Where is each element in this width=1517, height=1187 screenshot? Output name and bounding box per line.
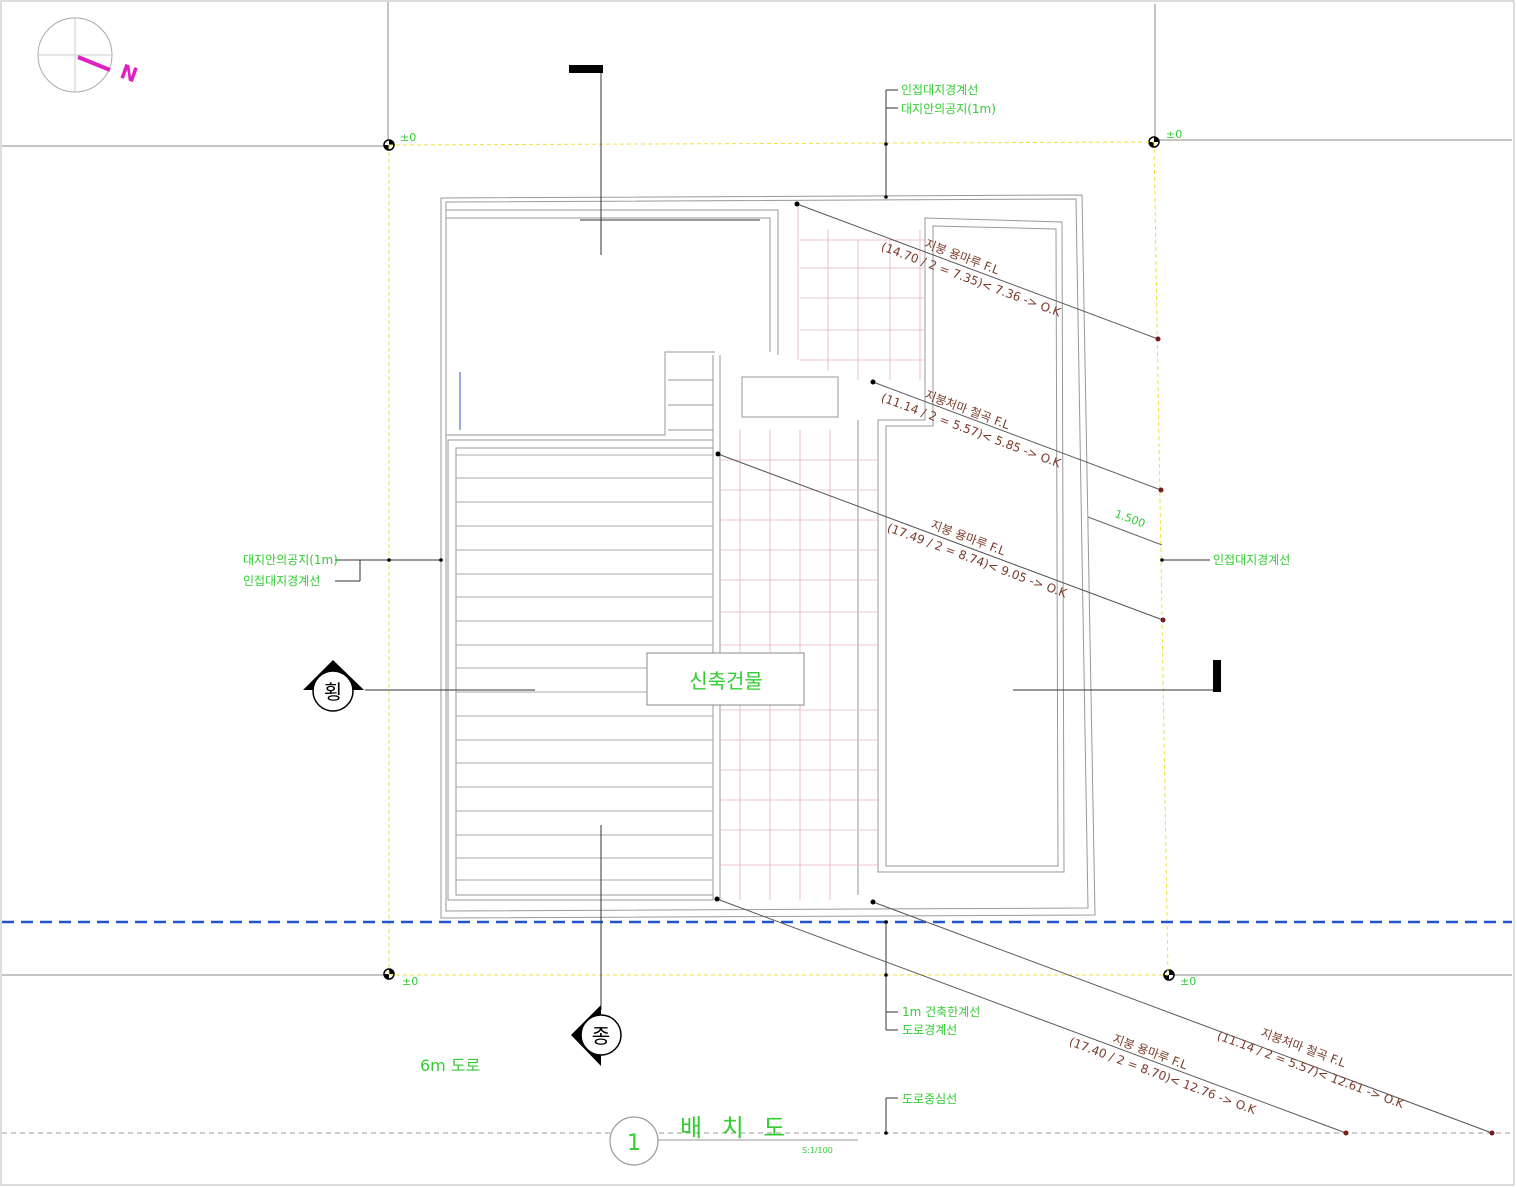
label-setback-left: 대지안의공지(1m) (243, 553, 338, 567)
label-adjacent-boundary-left: 인접대지경계선 (243, 574, 320, 588)
svg-text:±0: ±0 (1180, 975, 1196, 988)
north-label: N (117, 59, 141, 87)
building-name-box (646, 652, 805, 706)
north-arrow-icon: N (37, 17, 141, 93)
drawing-number: 1 (627, 1131, 641, 1156)
adjacent-site-lines (2, 2, 1512, 976)
label-road-center: 도로중심선 (902, 1092, 957, 1106)
svg-text:(11.14 / 2 = 5.57)< 5.85 -> O: (11.14 / 2 = 5.57)< 5.85 -> O.K (879, 391, 1064, 471)
level-marker-bl: ±0 (383, 968, 418, 988)
svg-text:±0: ±0 (1166, 128, 1182, 141)
check-line-5 (872, 901, 1493, 1134)
leader-left (335, 559, 442, 582)
road-label: 6m 도로 (420, 1056, 480, 1075)
roof-grid (720, 205, 925, 900)
section-lines (365, 72, 1215, 1010)
check-line-2 (872, 381, 1162, 491)
check-line-4 (716, 898, 1347, 1134)
dimension-line-right (1087, 516, 1163, 546)
height-check-1: 지붕 용마루 F.L (14.70 / 2 = 7.35)< 7.36 -> O… (879, 237, 1064, 320)
drawing-name: 배 치 도 (680, 1114, 792, 1142)
section-symbol-horizontal: 횡 (303, 660, 364, 712)
dimension-right: 1.500 (1113, 507, 1147, 530)
check-line-1 (796, 203, 1159, 340)
leader-bottom (885, 922, 898, 1133)
check-line-3 (717, 453, 1164, 621)
section-mark-right (1213, 660, 1221, 692)
label-road-boundary: 도로경계선 (902, 1023, 957, 1037)
building-name: 신축건물 (689, 669, 763, 693)
section-mark-top (569, 65, 603, 73)
check-points (714, 201, 1495, 1136)
svg-text:±0: ±0 (402, 975, 418, 988)
siding-lines (456, 454, 713, 881)
height-check-4: 지붕 용마루 F.L (17.40 / 2 = 8.70)< 12.76 -> … (1067, 1032, 1259, 1118)
label-adjacent-boundary-top: 인접대지경계선 (901, 83, 978, 97)
drawing-scale: S:1/100 (802, 1146, 833, 1155)
drawing-title: 1 배 치 도 S:1/100 (609, 1114, 858, 1166)
height-check-2: 지붕처마 철곡 F.L (11.14 / 2 = 5.57)< 5.85 -> … (879, 388, 1064, 471)
section-label-horizontal: 횡 (324, 680, 342, 704)
section-symbol-vertical: 종 (571, 1005, 622, 1066)
section-label-vertical: 종 (592, 1024, 610, 1048)
label-adjacent-boundary-right: 인접대지경계선 (1213, 553, 1290, 567)
svg-text:±0: ±0 (400, 131, 416, 144)
building-outline (440, 194, 1096, 919)
level-marker-br: ±0 (1163, 969, 1196, 988)
height-check-5: 지붕처마 철곡 F.L (11.14 / 2 = 5.57)< 12.61 ->… (1215, 1026, 1407, 1112)
svg-text:(17.49 / 2 = 8.74)< 9.05 -> O: (17.49 / 2 = 8.74)< 9.05 -> O.K (885, 521, 1070, 601)
label-setback-top: 대지안의공지(1m) (901, 102, 996, 116)
label-building-line: 1m 건축한계선 (902, 1005, 980, 1019)
svg-text:(14.70 / 2 = 7.35)< 7.36 -> O: (14.70 / 2 = 7.35)< 7.36 -> O.K (879, 240, 1064, 320)
